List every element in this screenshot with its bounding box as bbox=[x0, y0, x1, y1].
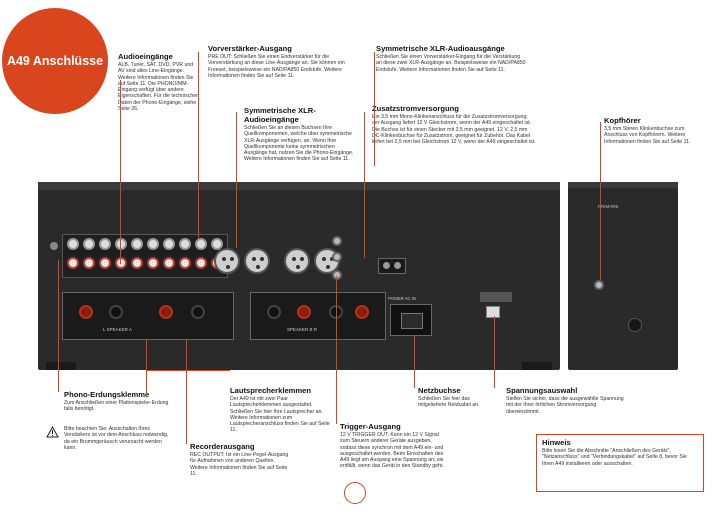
callout-body: Zum Anschließen einer Plattenspieler-Erd… bbox=[64, 400, 169, 413]
callout-body: PRE OUT: Schließen Sie einen Endverstärk… bbox=[208, 54, 345, 79]
leader-phono bbox=[58, 260, 59, 392]
side-knob bbox=[628, 318, 642, 332]
foot-left bbox=[46, 362, 76, 370]
xlr-input-left bbox=[214, 248, 240, 274]
pre-out-jack bbox=[332, 270, 342, 280]
aux-jack bbox=[332, 252, 342, 262]
headphone-jack bbox=[594, 280, 604, 290]
callout-title: Lautsprecherklemmen bbox=[230, 386, 312, 395]
leader-recorder bbox=[186, 340, 187, 444]
callout-title: Trigger-Ausgang bbox=[340, 422, 401, 431]
speaker-b-label: SPEAKER B R bbox=[287, 327, 318, 332]
hinweis-box: Hinweis Bitte lesen Sie die Abschnitte "… bbox=[536, 434, 704, 492]
callout-title: Netzbuchse bbox=[418, 386, 461, 395]
trigger-jack bbox=[332, 236, 342, 246]
spec-plate bbox=[480, 292, 512, 302]
callout-audioeingaenge: Audioeingänge ALB, Tuner, SAT, DVD, PVR … bbox=[118, 52, 200, 112]
leader-xlr-aus bbox=[374, 52, 375, 166]
callout-title: Audioeingänge bbox=[118, 52, 173, 61]
callout-body: Schließen Sie an diesen Buchsen Ihre Que… bbox=[244, 125, 354, 163]
speaker-a-label: L SPEAKER A bbox=[103, 327, 132, 332]
leader-vorverstaerker bbox=[198, 52, 199, 238]
callout-title: Spannungsauswahl bbox=[506, 386, 578, 395]
callout-recorder: Recorderausgang REC OUTPUT: Ist ein Line… bbox=[190, 442, 290, 477]
callout-netzbuchse: Netzbuchse Schließen Sie hier das mitgel… bbox=[418, 386, 498, 409]
leader-xlr-ein bbox=[236, 112, 237, 248]
callout-body: Stellen Sie sicher, dass die ausgewählte… bbox=[506, 396, 624, 415]
callout-title: Vorverstärker-Ausgang bbox=[208, 44, 292, 53]
speaker-terminals-a: L SPEAKER A bbox=[62, 292, 234, 340]
callout-body: Schließen Sie einen Vorverstärker-Eingan… bbox=[376, 54, 526, 73]
voltage-selector bbox=[486, 306, 500, 318]
leader-lautsprecher-h bbox=[146, 370, 230, 371]
callout-body: Schließen Sie hier das mitgelieferte Net… bbox=[418, 396, 480, 409]
rca-input-block bbox=[62, 234, 228, 278]
callout-body: 12 V TRIGGER OUT: Kann ein 12 V Signal z… bbox=[340, 432, 444, 470]
leader-lautsprecher-a bbox=[146, 340, 147, 394]
page-marker-circle bbox=[344, 482, 366, 504]
callout-spannung: Spannungsauswahl Stellen Sie sicher, das… bbox=[506, 386, 626, 415]
leader-audioeingaenge bbox=[120, 80, 121, 264]
xlr-input-right bbox=[244, 248, 270, 274]
device-back-panel: L SPEAKER A SPEAKER B R POWER AC IN bbox=[38, 182, 560, 370]
callout-vorverstaerker: Vorverstärker-Ausgang PRE OUT: Schließen… bbox=[208, 44, 360, 79]
warning-icon bbox=[46, 426, 59, 438]
callout-sym-xlr-eingaenge: Symmetrische XLR-Audioeingänge Schließen… bbox=[244, 106, 356, 163]
hinweis-body: Bitte lesen Sie die Abschnitte "Anschlie… bbox=[542, 448, 687, 467]
callout-body: REC OUTPUT: Ist ein Line-Pegel-Ausgang f… bbox=[190, 452, 289, 477]
callout-body: ALB, Tuner, SAT, DVD, PVR und AV sind al… bbox=[118, 62, 200, 113]
callout-trigger: Trigger-Ausgang 12 V TRIGGER OUT: Kann e… bbox=[340, 422, 446, 470]
leader-kopf bbox=[600, 122, 601, 280]
foot-right bbox=[522, 362, 552, 370]
hinweis-title: Hinweis bbox=[542, 438, 571, 447]
leader-spannung bbox=[494, 316, 495, 388]
callout-zusatzstrom: Zusatzstromversorgung Ein 3,5 mm Mono-Kl… bbox=[372, 104, 536, 145]
callout-title: Symmetrische XLR-Audioeingänge bbox=[244, 106, 316, 124]
leader-trigger bbox=[336, 276, 337, 424]
badge-title: A49 Anschlüsse bbox=[6, 54, 104, 68]
callout-title: Symmetrische XLR-Audioausgänge bbox=[376, 44, 505, 53]
xlr-output-left bbox=[284, 248, 310, 274]
power-label: POWER AC IN bbox=[388, 296, 416, 301]
panel-top-rail bbox=[38, 182, 560, 190]
callout-title: Zusatzstromversorgung bbox=[372, 104, 459, 113]
device-side-view: PRIMARE bbox=[568, 182, 678, 370]
callout-title: Recorderausgang bbox=[190, 442, 255, 451]
callout-title: Kopfhörer bbox=[604, 116, 641, 125]
leader-netz bbox=[414, 336, 415, 388]
callout-kopfhoerer: Kopfhörer 3,5 mm Stereo Klinkenbuchse zu… bbox=[604, 116, 704, 145]
callout-body: 3,5 mm Stereo Klinkenbuchse zum Anschlus… bbox=[604, 126, 691, 145]
side-brand: PRIMARE bbox=[598, 204, 619, 209]
section-badge: A49 Anschlüsse bbox=[2, 8, 108, 114]
callout-sym-xlr-ausgaenge: Symmetrische XLR-Audioausgänge Schließen… bbox=[376, 44, 526, 73]
callout-body: Ein 3,5 mm Mono-Klinkenanschluss für die… bbox=[372, 114, 536, 146]
power-inlet bbox=[390, 304, 432, 336]
callout-body: Der A49 ist mit zwei Paar Lautsprecherkl… bbox=[230, 396, 330, 434]
dc-aux-jacks bbox=[378, 258, 406, 274]
callout-phono-erdung: Phono-Erdungsklemme Zum Anschließen eine… bbox=[64, 390, 170, 413]
phono-ground-screw bbox=[50, 242, 58, 250]
callout-lautsprecher: Lautsprecherklemmen Der A49 ist mit zwei… bbox=[230, 386, 336, 434]
leader-zusatz bbox=[364, 112, 365, 258]
callout-title: Phono-Erdungsklemme bbox=[64, 390, 150, 399]
warning-note: Bitte beachten Sie: Ausschalten Ihres Ve… bbox=[46, 426, 170, 451]
warning-text: Bitte beachten Sie: Ausschalten Ihres Ve… bbox=[64, 426, 169, 451]
speaker-terminals-b: SPEAKER B R bbox=[250, 292, 386, 340]
